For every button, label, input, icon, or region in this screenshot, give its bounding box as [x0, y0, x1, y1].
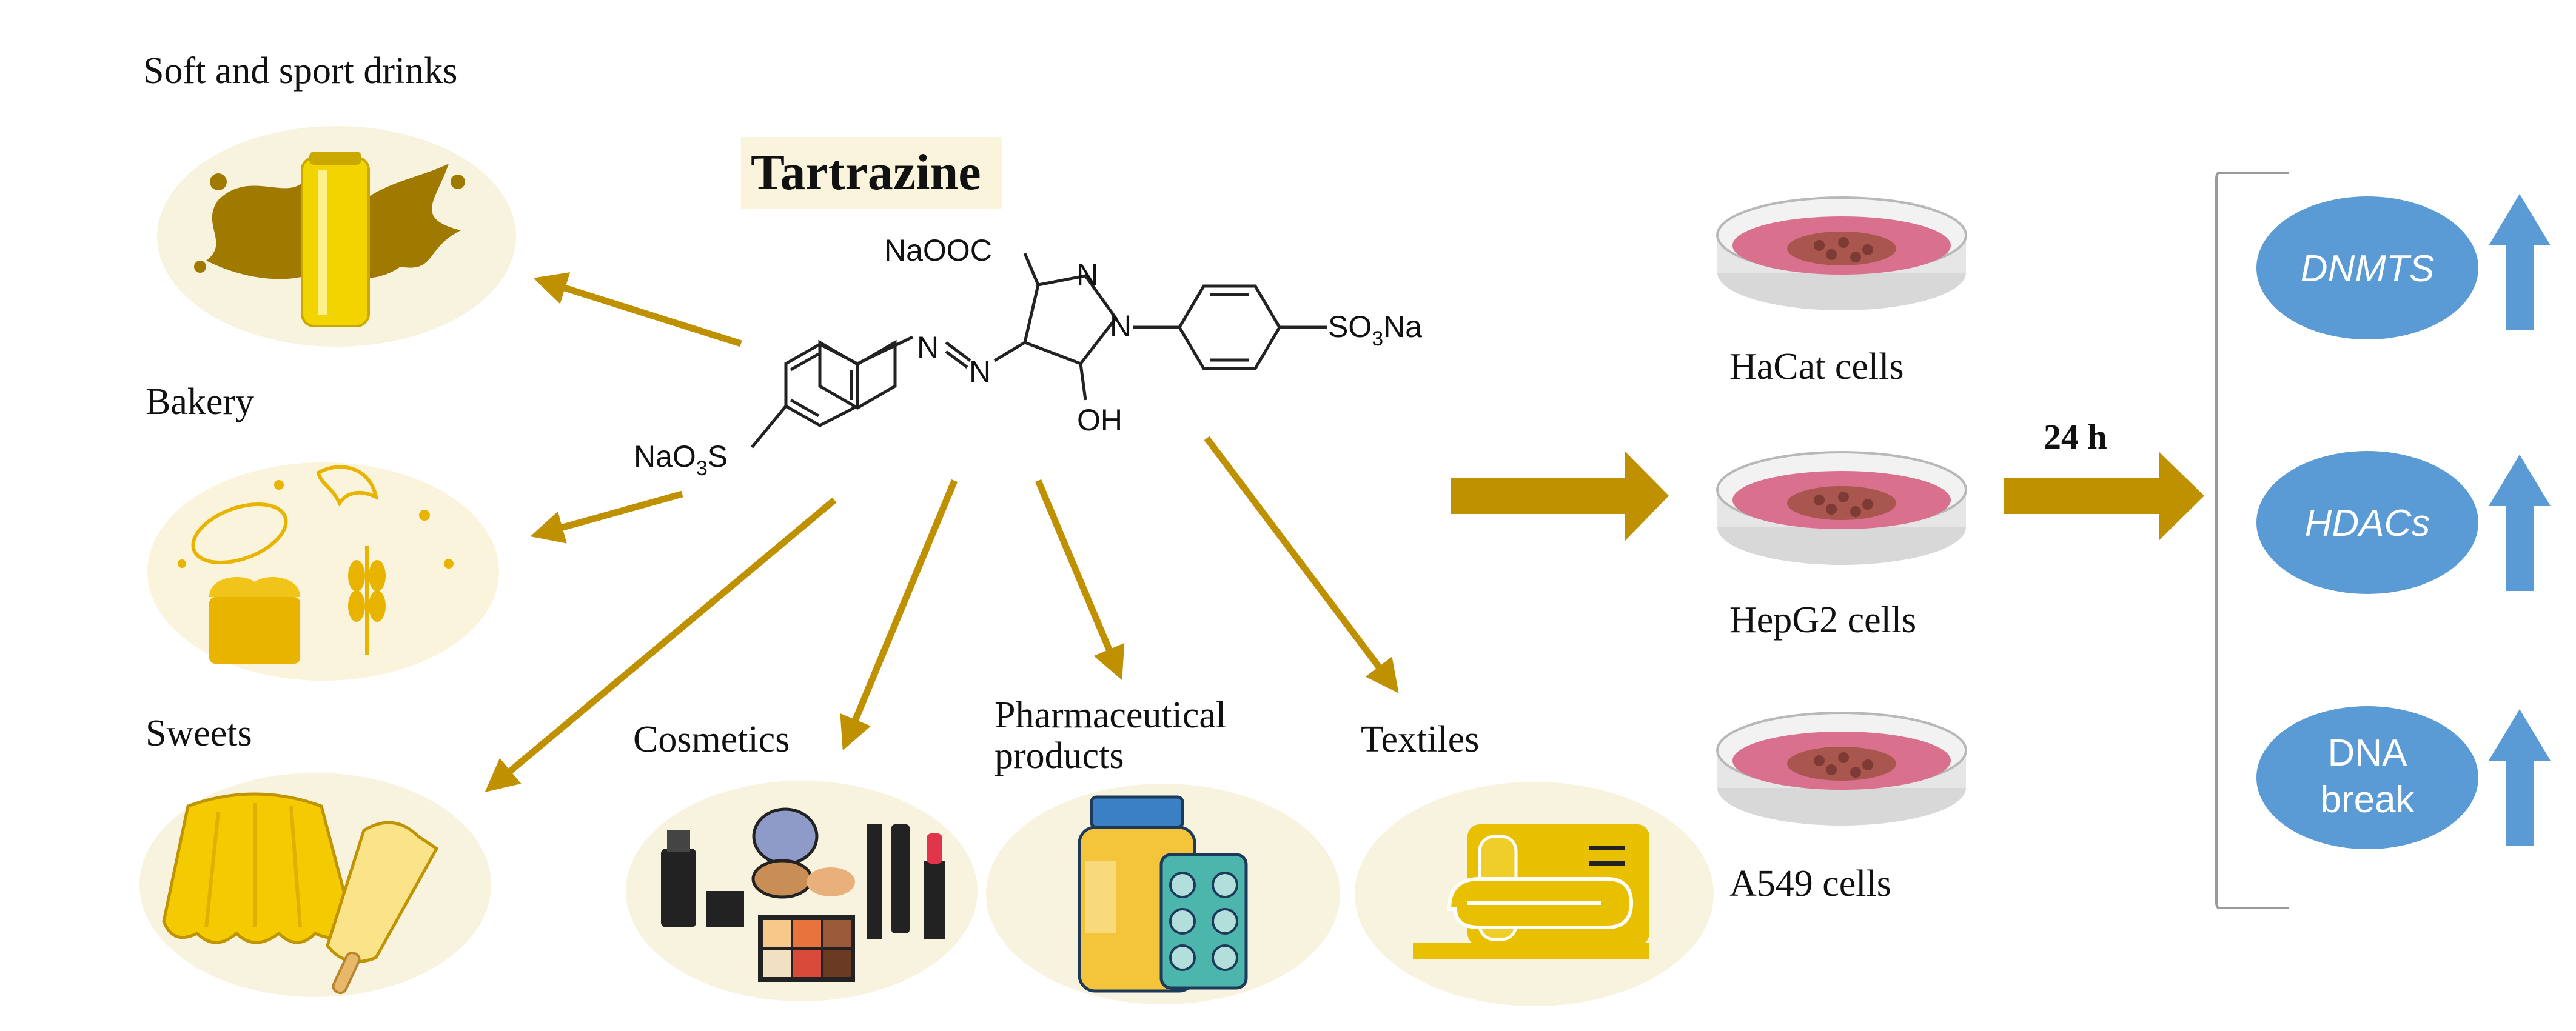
- petri-dish-hepg2: [1716, 451, 1967, 565]
- label-cosmetics: Cosmetics: [633, 719, 790, 760]
- chem-nao3s-left: NaO3S: [634, 439, 728, 480]
- source-arrows: [485, 272, 1399, 793]
- makeup-icon: [661, 807, 945, 982]
- bread-icon: [178, 465, 454, 664]
- bakery-ellipse: [147, 462, 499, 681]
- effect-dnmts-label: DNMTS: [2301, 248, 2434, 290]
- effect-hdacs-label: HDACs: [2305, 502, 2430, 544]
- chem-oh: OH: [1077, 403, 1122, 437]
- tartrazine-structure: [751, 253, 1327, 449]
- chem-so3na-right: SO3Na: [1328, 310, 1422, 350]
- petri-dish-hacat: [1716, 196, 1967, 310]
- chem-azo-n1: N: [917, 330, 939, 364]
- arrow-to-cells: [1451, 452, 1669, 541]
- label-pharma-line1: Pharmaceutical: [995, 695, 1226, 736]
- effect-dna-break-line1: DNA: [2328, 732, 2408, 774]
- pills-icon: [1078, 795, 1248, 993]
- effect-dna-break-oval: [2256, 706, 2478, 849]
- label-sweets: Sweets: [146, 713, 252, 754]
- title-background: [741, 137, 1002, 209]
- petri-dish-a549: [1716, 712, 1967, 826]
- arrow-to-bakery: [530, 490, 683, 544]
- arrow-to-sweets: [485, 497, 837, 793]
- effect-hdacs-oval: [2256, 451, 2478, 594]
- chem-n-ring-top: N: [1076, 258, 1098, 292]
- effect-dnmts-oval: [2256, 196, 2478, 339]
- arrow-to-textiles: [1204, 436, 1399, 693]
- arrow-up-dna-break: [2489, 709, 2551, 846]
- chem-naooc: NaOOC: [884, 233, 992, 267]
- label-textiles: Textiles: [1361, 719, 1479, 760]
- drink-can-icon: [194, 152, 465, 327]
- effect-dna-break-line2: break: [2320, 779, 2415, 821]
- cell-label-a549: A549 cells: [1729, 863, 1891, 904]
- chem-azo-n2: N: [969, 355, 991, 389]
- title: Tartrazine: [751, 144, 981, 201]
- label-drinks: Soft and sport drinks: [143, 50, 457, 92]
- label-bakery: Bakery: [146, 381, 254, 422]
- arrow-to-cosmetics: [840, 479, 958, 751]
- arrow-to-effects: [2004, 452, 2204, 541]
- towel-icon: [1413, 824, 1649, 959]
- cell-label-hacat: HaCat cells: [1729, 346, 1904, 387]
- arrow-up-dnmts: [2489, 194, 2551, 330]
- arrow-to-pharma: [1035, 479, 1125, 681]
- effects-bracket: [2215, 172, 2289, 909]
- arrow-up-hdacs: [2489, 455, 2551, 591]
- arrow-to-drinks: [533, 272, 742, 347]
- time-label: 24 h: [2044, 417, 2107, 456]
- label-pharma-line2: products: [995, 735, 1124, 776]
- chem-n-ring-right: N: [1110, 309, 1132, 343]
- cell-label-hepg2: HepG2 cells: [1729, 599, 1916, 641]
- jelly-icon: [162, 792, 439, 995]
